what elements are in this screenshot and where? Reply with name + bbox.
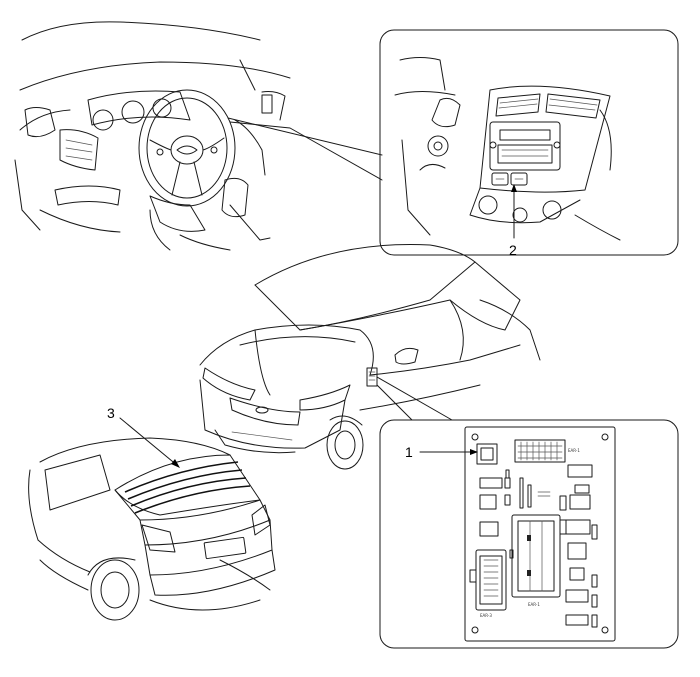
svg-text:EAR-3: EAR-3 xyxy=(480,613,492,618)
callout-1-label: 1 xyxy=(405,444,413,460)
steering-wheel-icon xyxy=(138,89,236,207)
callout-2-label: 2 xyxy=(509,242,517,258)
rear-defogger-grid-icon xyxy=(124,461,251,514)
junction-box-icon: EAR-1 xyxy=(464,426,616,642)
svg-text:EAR-1: EAR-1 xyxy=(528,602,540,607)
center-console-icon xyxy=(394,57,621,241)
console-detail-inset xyxy=(379,29,679,256)
dashboard-interior-icon xyxy=(14,21,291,251)
callout-3-label: 3 xyxy=(107,405,115,421)
car-rear-view-icon xyxy=(28,437,276,621)
car-front-view-icon xyxy=(199,244,541,470)
svg-text:EAR-1: EAR-1 xyxy=(568,448,580,453)
callout-3-leader xyxy=(119,417,179,467)
junction-box-inset: EAR-1 xyxy=(379,419,679,649)
